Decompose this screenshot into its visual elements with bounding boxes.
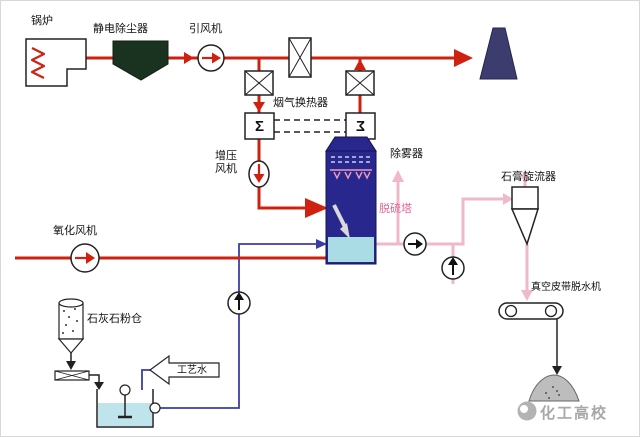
recycle-pump-arrow-icon	[448, 257, 458, 265]
black-lines	[70, 319, 558, 384]
limestone-feeder	[54, 370, 90, 381]
label-id-fan: 引风机	[189, 23, 222, 35]
bleed-pump	[403, 232, 427, 256]
tower-cap	[325, 136, 377, 152]
cyclone-cone	[510, 208, 540, 247]
arrow-silo-down	[66, 361, 76, 370]
pipe-process-water	[141, 369, 151, 390]
label-vacuum-belt: 真空皮带脱水机	[531, 282, 601, 293]
oxidation-fan-arrow-icon	[86, 252, 95, 264]
cyclone-barrel	[511, 186, 539, 210]
label-boiler: 锅炉	[31, 15, 53, 27]
esp-body	[112, 40, 169, 81]
damper-outlet	[345, 70, 375, 96]
pipe-booster-to-tower	[257, 184, 307, 210]
process-water-arrow-icon	[148, 354, 220, 386]
belt-pulley-left	[504, 304, 518, 318]
limestone-silo	[57, 298, 85, 354]
label-esp: 静电除尘器	[93, 23, 148, 35]
id-fan-arrow-icon	[212, 52, 221, 64]
spray-nozzles-icon	[333, 171, 371, 180]
watermark-logo-icon	[517, 401, 537, 421]
gypsum-pile	[528, 374, 580, 402]
vacuum-belt-dewaterer	[498, 302, 564, 320]
boiler-coil	[30, 47, 46, 79]
id-fan	[197, 44, 225, 72]
boiler-body	[25, 38, 87, 87]
pink-arrowheads	[392, 169, 533, 301]
agitator-motor-icon	[119, 384, 131, 396]
bypass-damper-x-icon	[288, 37, 312, 78]
tower-internal-arrowhead	[340, 223, 350, 239]
arrow-recycle-up	[392, 170, 404, 182]
booster-fan	[248, 160, 270, 188]
tower-slurry-pool	[328, 237, 374, 262]
recycle-pump	[441, 256, 465, 280]
bypass-damper	[288, 37, 312, 78]
label-gypsum-cyclone: 石膏旋流器	[501, 171, 556, 183]
pipe-feeder-to-tank	[89, 374, 100, 384]
black-arrowheads	[66, 361, 562, 390]
bleed-pump-arrow-icon	[416, 239, 423, 249]
label-gas-heater: 烟气换热器	[273, 97, 328, 109]
damper-inlet-x-icon	[244, 70, 274, 96]
red-arrowheads	[184, 49, 473, 218]
silo-top	[58, 298, 84, 308]
arrow-cyclone-inlet	[503, 193, 513, 205]
slurry-feed-pump	[227, 291, 251, 315]
slurry-tank	[96, 384, 161, 428]
chimney-stack	[479, 27, 518, 80]
silo-hopper	[57, 338, 85, 354]
absorber-tower	[325, 136, 377, 265]
arrow-to-chimney	[454, 49, 473, 67]
silo-powder-dots	[62, 308, 78, 334]
pipe-limestone-slurry	[141, 243, 319, 409]
feeder-x-icon	[54, 370, 90, 381]
tower-internal-flow-arrow	[332, 204, 348, 230]
watermark-text: 化工高校	[540, 405, 609, 422]
pipe-slurry-feed	[153, 243, 319, 409]
damper-outlet-x-icon	[345, 70, 375, 96]
label-oxidation-fan: 氧化风机	[53, 225, 97, 237]
ggh-coupling-dashes	[274, 119, 346, 133]
arrow-flue-into-tower	[305, 198, 328, 218]
arrow-underflow-down	[521, 290, 533, 301]
label-tower: 脱硫塔	[379, 203, 412, 215]
label-process-water: 工艺水	[177, 365, 207, 376]
booster-fan-arrow-icon	[253, 174, 265, 183]
pile-dots	[545, 386, 560, 399]
arrow-up-to-main	[354, 59, 366, 70]
arrow-main-mid	[184, 52, 194, 64]
slurry-feed-pump-arrow-icon	[234, 292, 244, 300]
belt-pulley-right	[544, 304, 558, 318]
boiler	[25, 38, 87, 87]
pile-mound	[528, 374, 580, 402]
ggh-hot-side	[244, 112, 275, 140]
ggh-cold-symbol: Σ	[356, 118, 366, 135]
label-mist-eliminator: 除雾器	[390, 148, 423, 160]
arrow-down-ggh	[253, 102, 265, 112]
arrow-feeder-down	[94, 382, 104, 390]
tank-outlet-pump-icon	[149, 402, 161, 414]
oxidation-fan	[70, 243, 100, 273]
ggh-hot-symbol: Σ	[254, 118, 264, 135]
label-limestone-silo: 石灰石粉仓	[87, 313, 142, 325]
arrow-gypsum-down	[552, 366, 562, 375]
arrow-slurry-to-tower	[316, 239, 327, 249]
gypsum-cyclone	[510, 186, 540, 247]
damper-inlet	[244, 70, 274, 96]
label-booster-fan: 增压风机	[215, 150, 237, 175]
arrow-overflow-up	[521, 169, 529, 179]
